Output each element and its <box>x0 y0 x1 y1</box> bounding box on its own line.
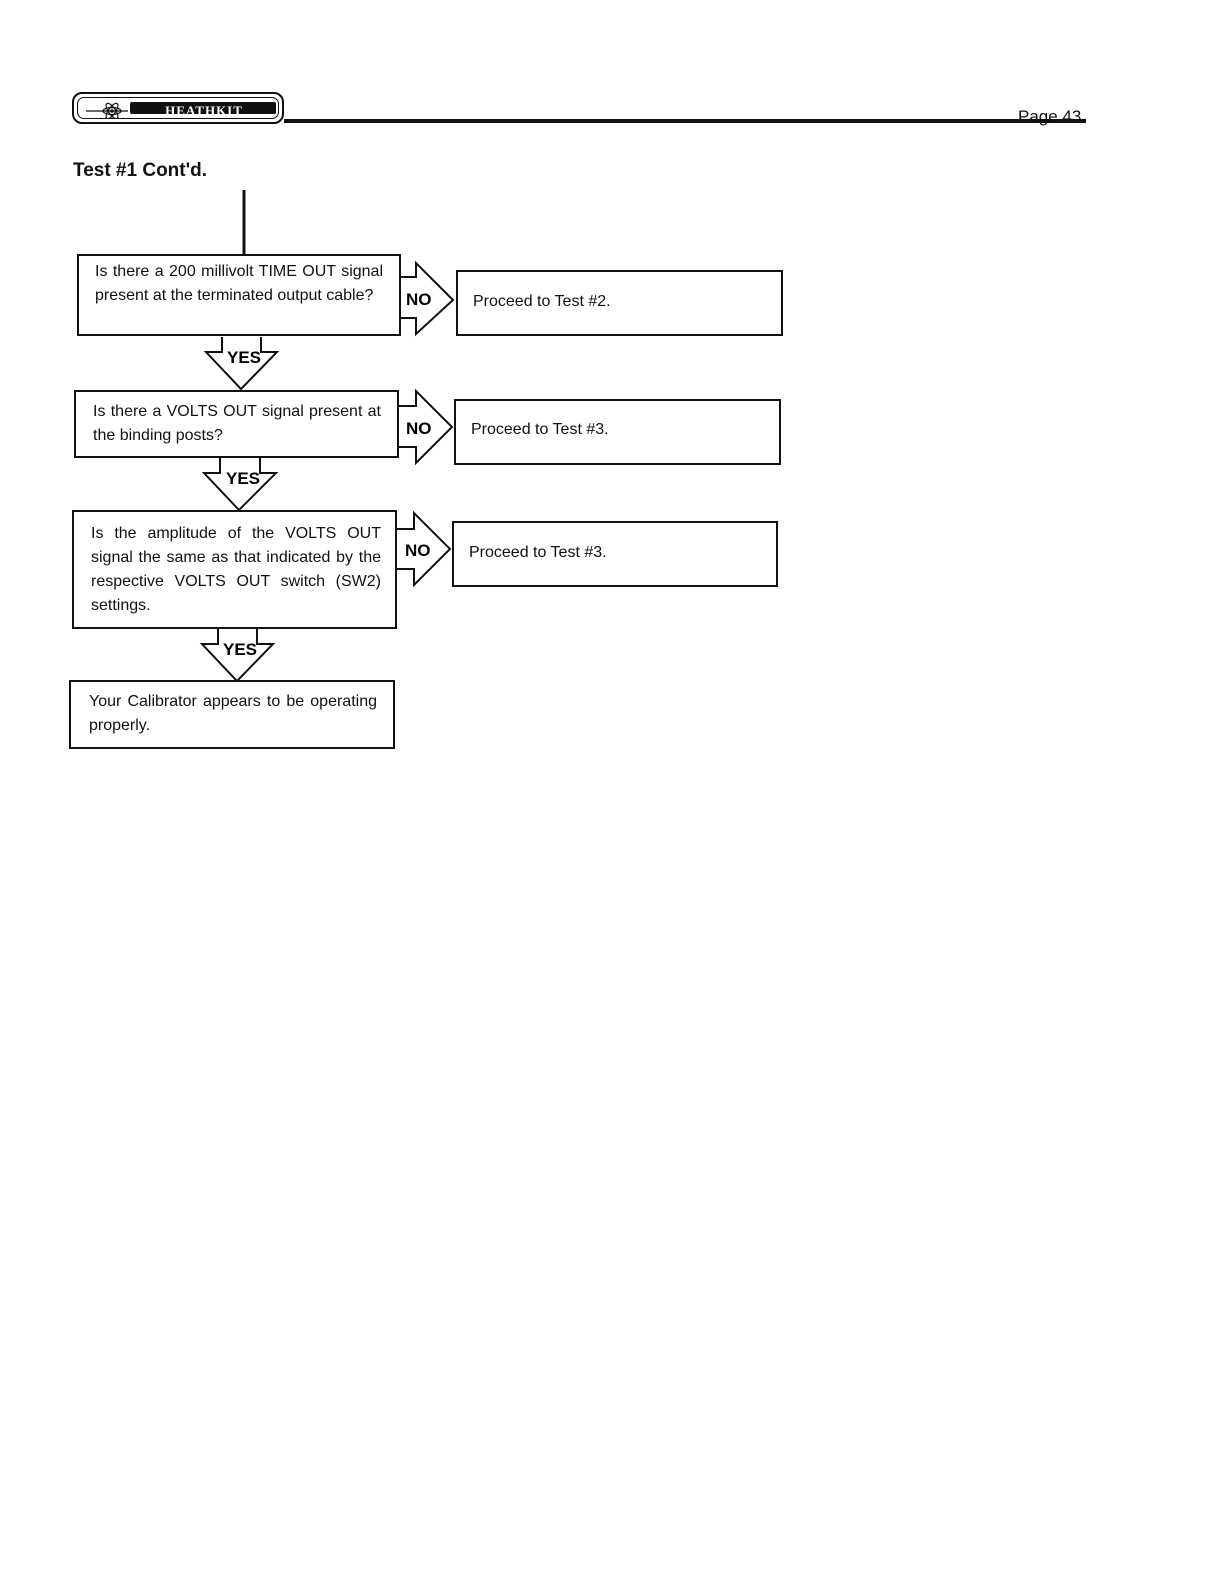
question-box-3: Is the amplitude of the VOLTS OUT signal… <box>72 510 397 629</box>
result-box-1: Proceed to Test #2. <box>456 270 783 336</box>
no-arrow-1: NO <box>400 260 455 337</box>
page-number: Page 43 <box>1018 107 1082 126</box>
no-label-2: NO <box>406 419 432 438</box>
question-text-2: Is there a VOLTS OUT signal present at t… <box>93 403 381 444</box>
final-box: Your Calibrator appears to be operating … <box>69 680 395 749</box>
no-label-1: NO <box>406 290 432 309</box>
yes-label-3: YES <box>223 640 257 659</box>
question-text-1: Is there a 200 millivolt TIME OUT signal… <box>95 263 383 304</box>
result-text-3: Proceed to Test #3. <box>469 544 607 561</box>
question-box-1: Is there a 200 millivolt TIME OUT signal… <box>77 254 401 336</box>
yes-arrow-2: YES <box>201 458 279 512</box>
yes-label-2: YES <box>226 469 260 488</box>
logo-band <box>130 102 276 114</box>
question-box-2: Is there a VOLTS OUT signal present at t… <box>74 390 399 458</box>
no-arrow-2: NO <box>398 388 454 466</box>
logo-brand-text: HEATHKIT <box>165 103 243 118</box>
yes-arrow-1: YES <box>203 337 280 391</box>
header-rule <box>284 119 1086 123</box>
yes-label-1: YES <box>227 348 261 367</box>
final-text: Your Calibrator appears to be operating … <box>89 693 377 734</box>
question-text-3: Is the amplitude of the VOLTS OUT signal… <box>91 525 381 614</box>
section-title: Test #1 Cont'd. <box>73 160 208 181</box>
heathkit-logo: HEATHKIT <box>72 92 284 124</box>
result-box-3: Proceed to Test #3. <box>452 521 778 587</box>
atom-icon <box>86 102 128 118</box>
no-label-3: NO <box>405 541 431 560</box>
no-arrow-3: NO <box>396 510 452 588</box>
result-box-2: Proceed to Test #3. <box>454 399 781 465</box>
yes-arrow-3: YES <box>199 629 276 683</box>
result-text-1: Proceed to Test #2. <box>473 293 611 310</box>
result-text-2: Proceed to Test #3. <box>471 421 609 438</box>
